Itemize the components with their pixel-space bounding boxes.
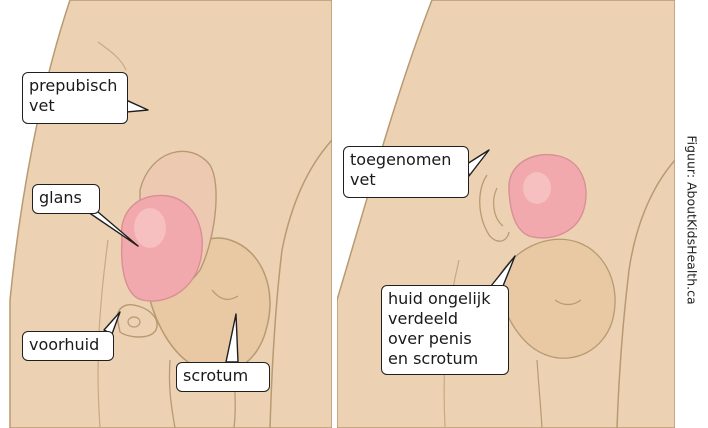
increased-fat-label-line-1: toegenomen — [350, 150, 462, 170]
right-illustration-panel: toegenomen vet huid ongelijk verdeeld ov… — [337, 0, 675, 428]
scrotum-label-text: scrotum — [183, 366, 263, 386]
scrotum-label: scrotum — [176, 362, 270, 392]
skin-uneven-label-line-4: en scrotum — [388, 349, 502, 369]
increased-fat-label-line-2: vet — [350, 170, 462, 190]
figure-credit-text: Figuur: AboutKidsHealth.ca — [685, 135, 700, 304]
glans-label: glans — [32, 184, 100, 214]
left-anatomy-illustration — [0, 0, 332, 428]
increased-fat-label: toegenomen vet — [343, 146, 469, 198]
skin-uneven-label-line-2: verdeeld — [388, 309, 502, 329]
glans-label-text: glans — [39, 188, 93, 208]
prepubic-fat-label: prepubisch vet — [22, 72, 128, 124]
skin-uneven-label: huid ongelijk verdeeld over penis en scr… — [381, 285, 509, 375]
skin-uneven-label-line-3: over penis — [388, 329, 502, 349]
skin-uneven-label-line-1: huid ongelijk — [388, 289, 502, 309]
right-glans-highlight — [523, 172, 551, 204]
foreskin-label-text: voorhuid — [29, 335, 107, 355]
prepubic-fat-label-line-1: prepubisch — [29, 76, 121, 96]
left-glans-highlight — [134, 208, 166, 248]
left-illustration-panel: prepubisch vet glans voorhuid scrotum — [0, 0, 332, 428]
figure-credit: Figuur: AboutKidsHealth.ca — [681, 20, 703, 420]
foreskin-label: voorhuid — [22, 331, 114, 361]
prepubic-fat-label-line-2: vet — [29, 96, 121, 116]
